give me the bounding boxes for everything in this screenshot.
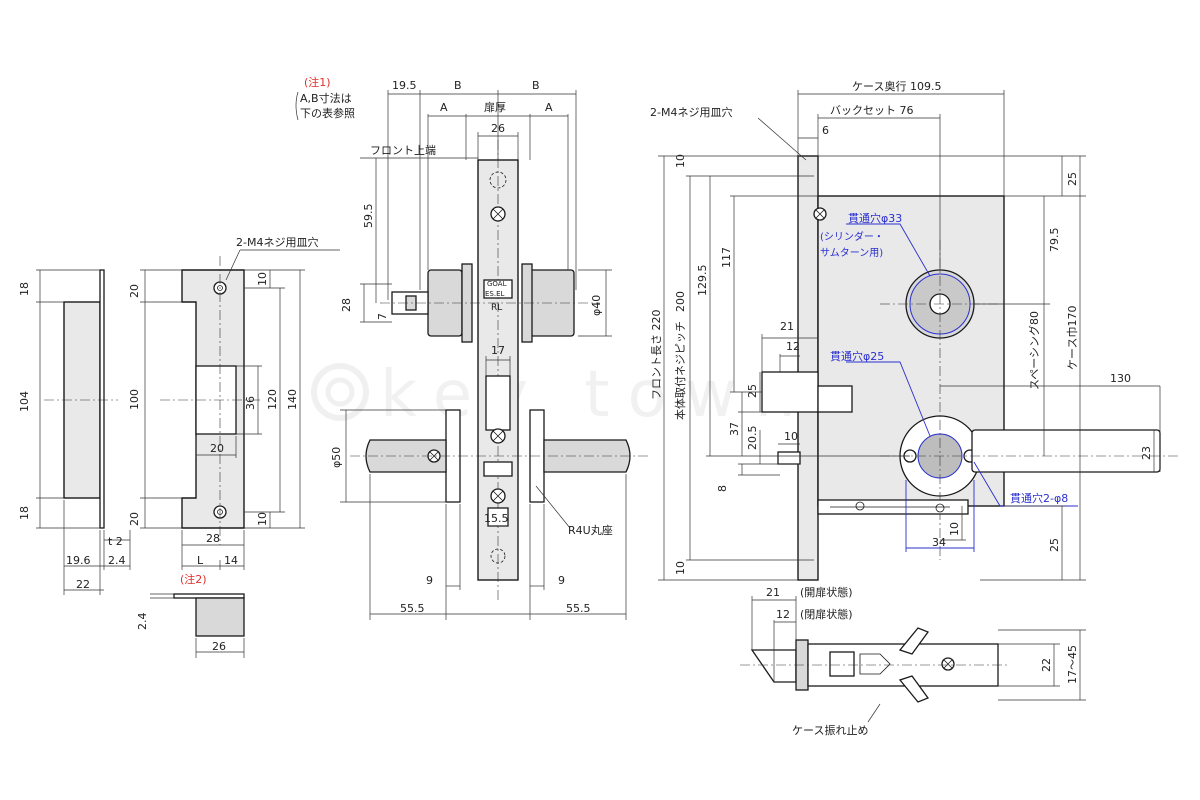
dimension-label-strike-view-d-2-4a: 2.4 — [108, 554, 126, 567]
dimension-label-strike-view-d-L: L — [197, 554, 204, 567]
dimension-label-case-view-hole33: 貫通穴φ33 — [848, 211, 902, 225]
dimension-label-case-view-screw-label: 2-M4ネジ用皿穴 — [650, 105, 732, 119]
dimension-label-case-view-d-6: 6 — [822, 124, 829, 137]
dimension-label-front-view-d-55-5b: 55.5 — [566, 602, 591, 615]
dimension-label-case-view-d-25c: 25 — [1048, 538, 1061, 552]
dimension-label-case-view-cyl-line2: サムターン用) — [820, 247, 883, 259]
dimension-label-front-view-front-top: フロント上端 — [370, 144, 436, 157]
dimension-label-case-view-d-12: 12 — [786, 340, 800, 353]
dimension-label-front-view-d-A1: A — [440, 101, 448, 114]
dimension-label-strike-view-d-120: 120 — [266, 389, 279, 410]
dimension-label-case-view-d-25a: 25 — [1066, 172, 1079, 186]
dimension-label-front-view-d-A2: A — [545, 101, 553, 114]
dimension-label-strike-view-d-36: 36 — [244, 396, 257, 410]
dimension-label-front-view-door-thick: 扉厚 — [484, 101, 506, 114]
strike-box-view — [150, 593, 245, 658]
dimension-label-case-view-d-10d: 10 — [674, 561, 687, 575]
dimension-label-case-view-case-depth: ケース奥行 109.5 — [852, 79, 941, 93]
dimension-label-case-view-d-37: 37 — [728, 422, 741, 436]
dimension-label-case-view-d-10b: 10 — [784, 430, 798, 443]
dimension-label-latch-view-stop-label: ケース振れ止め — [792, 723, 868, 737]
dimension-label-latch-view-state1: (開扉状態) — [800, 585, 853, 599]
dimension-label-front-view-d-B1: B — [454, 79, 462, 92]
dimension-label-strike-view-d-22: 22 — [76, 578, 90, 591]
dimension-label-strike-view-d-19-6: 19.6 — [66, 554, 91, 567]
dimension-label-front-view-hand: RL — [491, 303, 502, 313]
dimension-label-strike-view-d-18b: 18 — [18, 506, 31, 520]
dimension-label-case-view-d-79-5: 79.5 — [1048, 228, 1061, 253]
dimension-label-notes-note2-tag: (注2) — [180, 572, 207, 586]
dimension-label-notes-note1-line1: A,B寸法は — [300, 91, 352, 105]
front-view: GOAL ES.EL RL — [340, 90, 650, 620]
dimension-label-front-view-d-59-5: 59.5 — [362, 204, 375, 229]
dimension-label-strike-view-d-100: 100 — [128, 389, 141, 410]
dimension-label-latch-view-d-17-45: 17～45 — [1066, 645, 1079, 684]
dimension-label-case-view-cyl-line1: (シリンダー・ — [820, 230, 884, 243]
dimension-label-latch-view-d-12: 12 — [776, 608, 790, 621]
dimension-label-strike-view-d-26: 26 — [212, 640, 226, 653]
latch-stopper-view — [740, 596, 1086, 723]
dimension-label-strike-view-d-140: 140 — [286, 389, 299, 410]
dimension-label-case-view-d-34: 34 — [932, 536, 946, 549]
dimension-label-case-view-backset: バックセット 76 — [830, 104, 914, 117]
strike-front-view — [140, 249, 340, 570]
dimension-label-front-view-d-7: 7 — [376, 313, 389, 320]
dimension-label-strike-view-d-10b: 10 — [256, 512, 269, 526]
dimension-label-case-view-case-width: ケース巾170 — [1065, 306, 1079, 370]
dimension-label-front-view-d-9b: 9 — [558, 574, 565, 587]
dimension-label-case-view-d-8: 8 — [716, 485, 729, 492]
dimension-label-front-view-d-17: 17 — [491, 344, 505, 357]
dimension-label-front-view-d-15-5: 15.5 — [484, 512, 509, 525]
dimension-label-case-view-d-130: 130 — [1110, 372, 1131, 385]
dimension-label-latch-view-d-22: 22 — [1040, 658, 1053, 672]
dimension-label-notes-note1-tag: (注1) — [304, 75, 331, 89]
dimension-label-case-view-front-len: フロント長さ 220 — [650, 310, 663, 401]
dimension-label-strike-view-d-104: 104 — [18, 391, 31, 412]
dimension-label-strike-view-d-18a: 18 — [18, 282, 31, 296]
watermark: key town — [311, 358, 796, 432]
dimension-label-front-view-d-19-5: 19.5 — [392, 79, 417, 92]
dimension-label-strike-view-d-20c: 20 — [210, 442, 224, 455]
dimension-label-strike-view-d-20a: 20 — [128, 284, 141, 298]
dimension-label-case-view-d-20-5: 20.5 — [746, 426, 759, 451]
dimension-label-case-view-d-200: 200 — [674, 291, 687, 312]
case-view — [658, 90, 1180, 581]
dimension-label-case-view-spacing: スペーシング80 — [1027, 311, 1041, 390]
dimension-label-front-view-d-phi50: φ50 — [330, 447, 343, 468]
dimension-label-front-view-d-phi40: φ40 — [590, 295, 603, 316]
dimension-label-strike-view-d-14: 14 — [224, 554, 238, 567]
dimension-label-front-view-brand: GOAL — [487, 280, 507, 288]
dimension-label-front-view-model: ES.EL — [485, 290, 505, 298]
dimension-label-strike-view-d-t2: t 2 — [108, 535, 123, 548]
dimension-label-front-view-d-28: 28 — [340, 298, 353, 312]
dimension-label-case-view-hole8: 貫通穴2-φ8 — [1010, 491, 1068, 505]
dimension-label-strike-view-d-28: 28 — [206, 532, 220, 545]
dimension-label-case-view-mount-pitch: 本体取付ネジピッチ — [673, 321, 687, 420]
dimension-label-strike-view-d-2-4b: 2.4 — [136, 613, 149, 631]
dimension-label-case-view-d-25b: 25 — [746, 384, 759, 398]
dimension-label-front-view-rosette: R4U丸座 — [568, 523, 613, 537]
dimension-label-case-view-d-23: 23 — [1140, 446, 1153, 460]
dimension-label-case-view-d-10c: 10 — [948, 522, 961, 536]
dimension-label-front-view-d-55-5a: 55.5 — [400, 602, 425, 615]
dimension-label-strike-view-d-10a: 10 — [256, 272, 269, 286]
dimension-label-case-view-d-129-5: 129.5 — [696, 265, 709, 297]
dimension-label-front-view-d-B2: B — [532, 79, 540, 92]
dimension-label-case-view-hole25: 貫通穴φ25 — [830, 349, 884, 363]
dimension-label-case-view-d-10a: 10 — [674, 154, 687, 168]
dimension-label-case-view-d-117: 117 — [720, 247, 733, 268]
dimension-label-front-view-d-9a: 9 — [426, 574, 433, 587]
dimension-label-latch-view-state2: (閉扉状態) — [800, 607, 853, 621]
dimension-label-strike-view-d-20b: 20 — [128, 512, 141, 526]
strike-side-view — [36, 269, 131, 595]
dimension-label-strike-view-screw-label: 2-M4ネジ用皿穴 — [236, 235, 318, 249]
dimension-label-front-view-d-26: 26 — [491, 122, 505, 135]
dimension-label-case-view-d-21: 21 — [780, 320, 794, 333]
dimension-label-latch-view-d-21: 21 — [766, 586, 780, 599]
dimension-label-notes-note1-line2: 下の表参照 — [300, 106, 355, 120]
